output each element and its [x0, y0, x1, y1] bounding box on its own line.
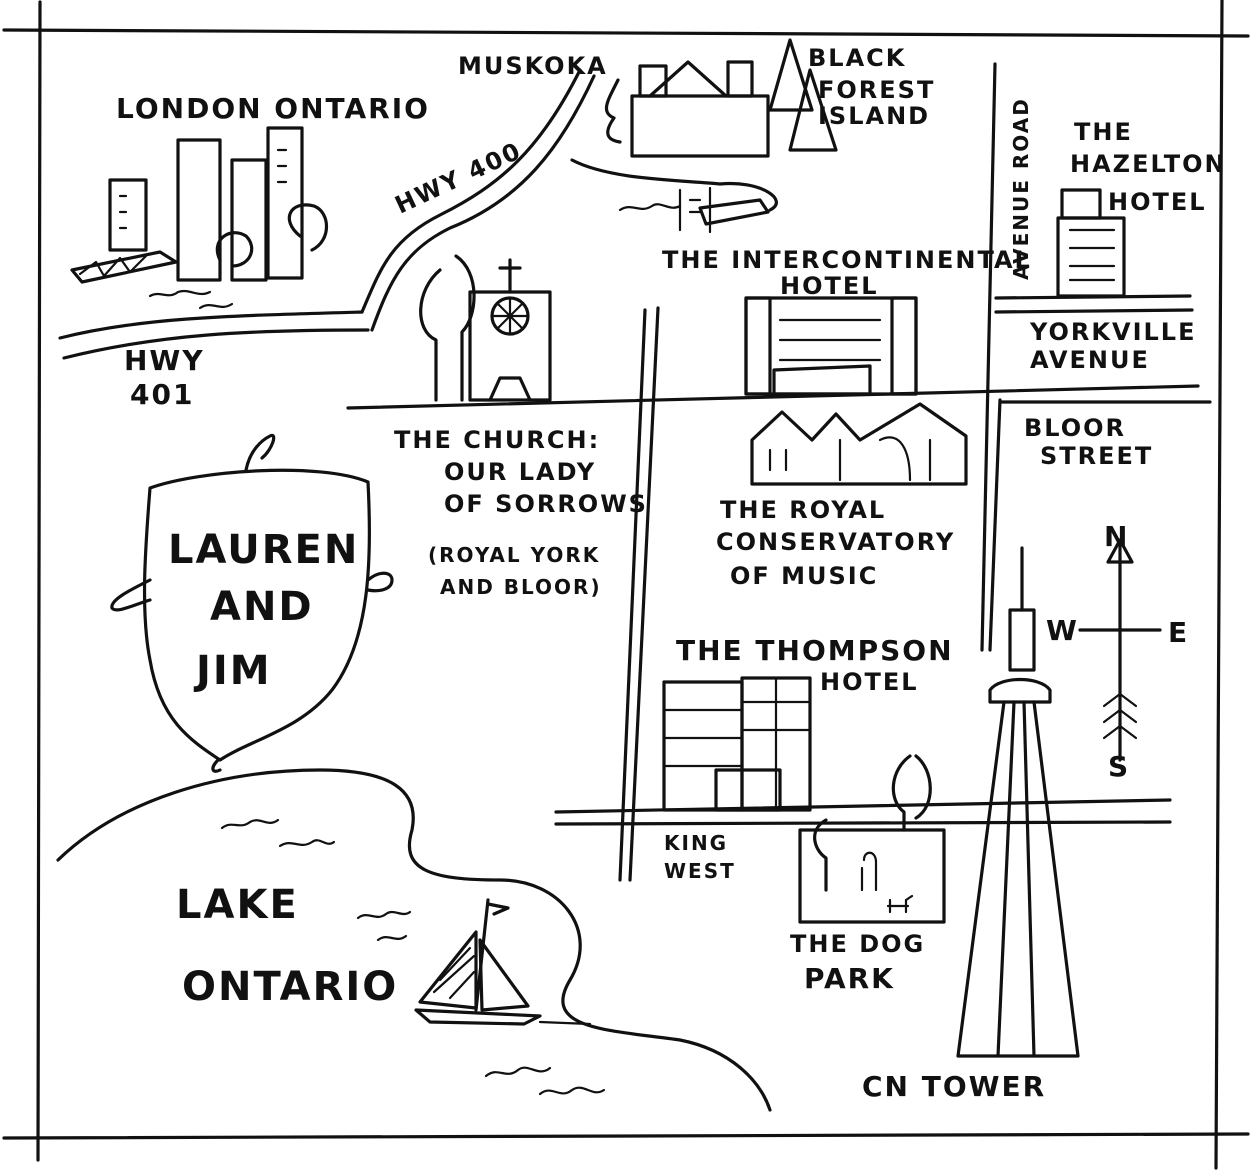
shoreline — [56, 768, 772, 1112]
hazelton-illustration — [1056, 188, 1126, 298]
label-king-west-1: KING — [664, 831, 728, 855]
couple-line-1: LAUREN — [168, 527, 359, 573]
wave-5 — [484, 1066, 552, 1078]
wave-3 — [356, 910, 412, 920]
label-hwy-401-1: HWY — [124, 344, 205, 377]
avenue-road-2 — [988, 398, 1002, 652]
intercontinental-illustration — [744, 296, 918, 396]
king-west-road — [554, 798, 1172, 814]
hwy-401-road — [58, 310, 364, 340]
label-lake-2: ONTARIO — [182, 964, 398, 1010]
label-black-forest-1: BLACK — [808, 44, 906, 72]
label-dog-park-1: THE DOG — [790, 930, 925, 958]
lake-ontario — [56, 768, 772, 1112]
label-yorkville-1: YORKVILLE — [1029, 318, 1197, 346]
label-conservatory-1: THE ROYAL — [720, 496, 886, 524]
label-yorkville-2: AVENUE — [1030, 346, 1150, 374]
label-conservatory-3: OF MUSIC — [730, 562, 878, 590]
label-intercontinental-2: HOTEL — [780, 272, 879, 300]
wave-2 — [278, 839, 336, 848]
hwy-400-road-inner — [370, 74, 596, 332]
cn-tower-illustration — [956, 546, 1080, 1058]
label-bloor-1: BLOOR — [1024, 414, 1126, 442]
central-vertical-road-2 — [628, 306, 660, 882]
london-skyline-illustration — [70, 126, 328, 310]
dog-park-illustration — [798, 754, 946, 924]
label-church-5: AND BLOOR) — [440, 575, 602, 599]
roads — [58, 62, 1212, 882]
label-church-2: OUR LADY — [444, 458, 596, 486]
label-church-3: OF SORROWS — [444, 490, 648, 518]
label-king-west-2: WEST — [664, 859, 736, 883]
wave-6 — [538, 1086, 606, 1096]
bloor-street-road — [346, 384, 1200, 410]
avenue-road — [980, 62, 997, 652]
king-west-road-2 — [554, 820, 1172, 826]
label-hazelton-1: THE — [1074, 118, 1133, 146]
label-church-1: THE CHURCH: — [394, 426, 600, 454]
label-muskoka: MUSKOKA — [458, 52, 608, 80]
label-church-4: (ROYAL YORK — [428, 543, 600, 567]
label-hazelton-3: HOTEL — [1108, 188, 1207, 216]
thompson-hotel-illustration — [662, 676, 812, 812]
label-black-forest-3: ISLAND — [818, 102, 930, 130]
label-cn-tower: CN TOWER — [862, 1070, 1046, 1103]
hwy-400-road — [360, 68, 582, 314]
compass-south: S — [1108, 750, 1130, 783]
hwy-401-road-lower — [62, 328, 370, 360]
couple-line-2: AND — [210, 584, 314, 630]
compass-west: W — [1046, 614, 1079, 647]
label-lake-1: LAKE — [176, 882, 299, 928]
compass-rose — [1078, 538, 1162, 762]
conservatory-illustration — [750, 402, 968, 486]
label-conservatory-2: CONSERVATORY — [716, 528, 955, 556]
couple-line-3: JIM — [193, 648, 272, 694]
central-vertical-road — [618, 308, 647, 882]
label-dog-park-2: PARK — [804, 962, 895, 995]
wave-1 — [220, 818, 280, 830]
yorkville-avenue-road-2 — [994, 308, 1194, 314]
compass-north: N — [1104, 520, 1129, 553]
label-london: LONDON ONTARIO — [116, 92, 430, 125]
label-hwy-401-2: 401 — [130, 378, 194, 411]
label-intercontinental-1: THE INTERCONTINENTAL — [662, 246, 1032, 274]
label-black-forest-2: FOREST — [818, 76, 935, 104]
label-thompson-1: THE THOMPSON — [676, 634, 954, 667]
muskoka-lodge-illustration — [570, 38, 838, 234]
label-thompson-2: HOTEL — [820, 668, 919, 696]
couple-crest: LAUREN AND JIM — [110, 433, 394, 773]
sailboat-illustration — [414, 898, 592, 1026]
label-avenue-road: AVENUE ROAD — [1009, 97, 1033, 280]
label-bloor-2: STREET — [1040, 442, 1153, 470]
church-illustration — [419, 254, 552, 402]
wave-4 — [376, 934, 408, 942]
label-hazelton-2: HAZELTON — [1070, 150, 1227, 178]
compass-east: E — [1168, 616, 1189, 649]
